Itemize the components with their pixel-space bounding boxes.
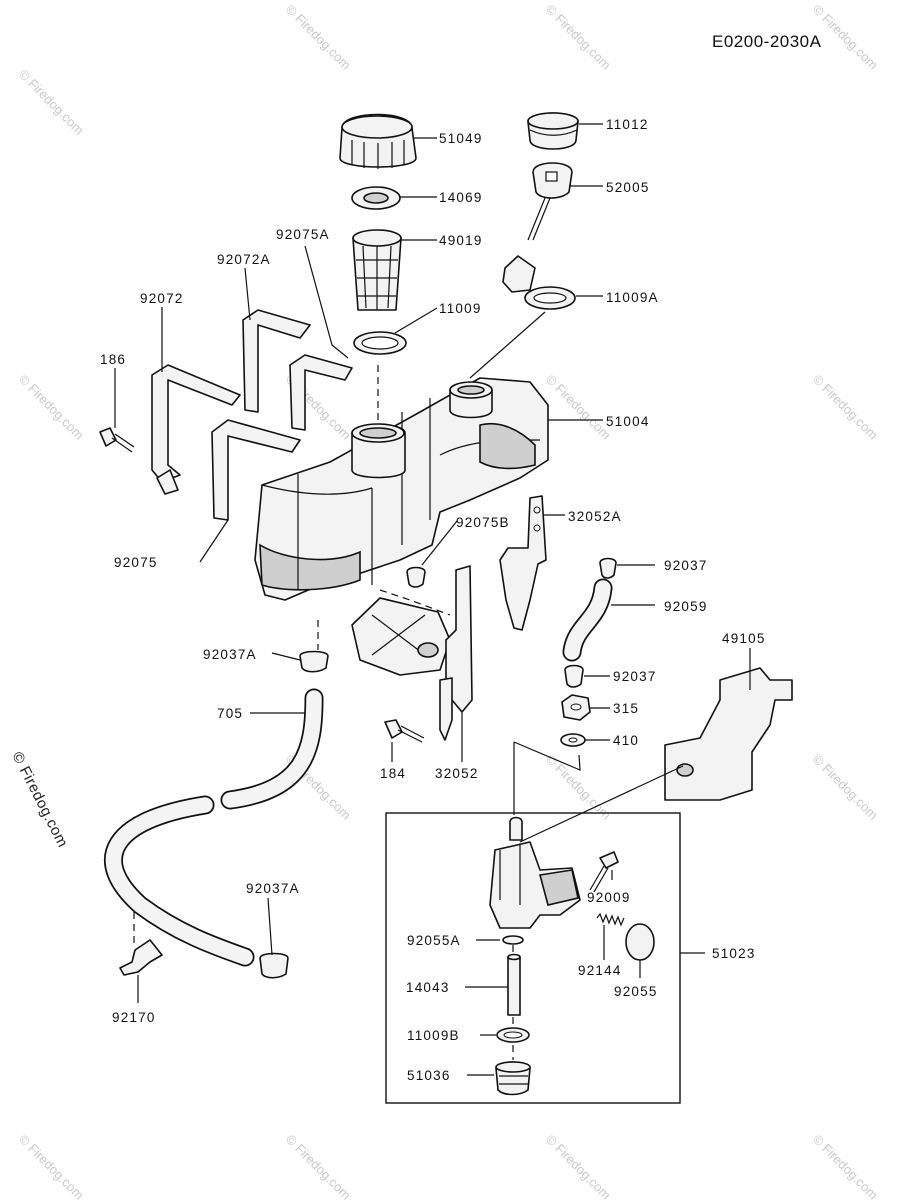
watermark-text: © Firedog.com <box>543 2 614 73</box>
diagram-code: E0200-2030A <box>712 32 822 51</box>
watermark-text: © Firedog.com <box>16 1132 87 1200</box>
label-92075A: 92075A <box>276 227 330 242</box>
oring-92055A <box>502 935 524 945</box>
watermark-text: © Firedog.com <box>810 752 881 823</box>
watermark-text: © Firedog.com <box>283 1132 354 1200</box>
watermark-text: © Firedog.com <box>810 1132 881 1200</box>
clip-bracket <box>156 469 179 495</box>
label-92037-lower: 92037 <box>613 669 657 684</box>
fuel-cock-box <box>385 812 681 1104</box>
oring-92055 <box>625 923 655 961</box>
grommet <box>527 112 579 150</box>
label-11009B: 11009B <box>407 1028 460 1043</box>
label-51049: 51049 <box>439 131 483 146</box>
label-410: 410 <box>613 733 639 748</box>
clamp-92037-lower <box>564 664 584 688</box>
washer-410-hole <box>568 737 578 743</box>
fuel-filter <box>352 229 402 311</box>
label-92059: 92059 <box>664 599 708 614</box>
alignment-lines <box>133 311 684 1060</box>
label-32052A: 32052A <box>568 509 622 524</box>
watermark-text: © Firedog.com <box>810 2 881 73</box>
bolt-184 <box>384 719 425 743</box>
label-92009: 92009 <box>587 890 631 905</box>
label-92055A: 92055A <box>407 933 461 948</box>
label-32052: 32052 <box>435 766 479 781</box>
label-52005: 52005 <box>606 180 650 195</box>
watermark-side-text: © Firedog.com <box>8 749 71 850</box>
pipe-14043 <box>507 953 521 1016</box>
bracket-49105 <box>664 667 793 801</box>
label-11012: 11012 <box>606 117 649 132</box>
hose-92059 <box>562 578 613 662</box>
screw-92009 <box>589 851 619 893</box>
cap-gasket <box>351 186 401 210</box>
label-11009: 11009 <box>439 301 482 316</box>
clip-92170 <box>119 939 163 976</box>
watermark-text: © Firedog.com <box>543 752 614 823</box>
clamp-92037A-lower <box>259 952 289 979</box>
label-51036: 51036 <box>407 1068 451 1083</box>
watermark-text: © Firedog.com <box>16 67 87 138</box>
label-14069: 14069 <box>439 190 483 205</box>
label-92037A-upper: 92037A <box>203 647 257 662</box>
label-11009A: 11009A <box>606 290 659 305</box>
vent-cap <box>502 162 573 293</box>
spring-92144 <box>596 912 625 927</box>
label-705: 705 <box>217 706 243 721</box>
leader-lines <box>114 123 751 1076</box>
watermark-text: © Firedog.com <box>543 1132 614 1200</box>
bolt-186 <box>99 427 135 453</box>
bracket-hole <box>533 524 541 532</box>
part-labels: 51049 14069 49019 11009 92075A 92072A 92… <box>100 117 766 1083</box>
vent-gasket-hole <box>533 292 567 304</box>
label-92075: 92075 <box>114 555 158 570</box>
label-92037A-lower: 92037A <box>246 881 300 896</box>
label-92055: 92055 <box>614 984 658 999</box>
filler-gasket-hole <box>361 336 399 350</box>
label-92170: 92170 <box>112 1010 156 1025</box>
fuel-cap <box>339 113 417 169</box>
label-49019: 49019 <box>439 233 483 248</box>
label-92072A: 92072A <box>217 252 271 267</box>
label-92037-upper: 92037 <box>664 558 708 573</box>
label-51004: 51004 <box>606 414 650 429</box>
label-49105: 49105 <box>722 631 766 646</box>
label-92144: 92144 <box>578 963 622 978</box>
clamp-92037A-upper <box>299 650 329 673</box>
cup-51036 <box>495 1061 531 1096</box>
bracket-hole <box>533 506 541 514</box>
label-92075B: 92075B <box>456 515 510 530</box>
gasket-11009B-hole <box>503 1031 523 1039</box>
fuel-cock <box>489 816 581 929</box>
watermark-text: © Firedog.com <box>283 2 354 73</box>
base-plate <box>351 565 473 741</box>
watermark-text: © Firedog.com <box>16 372 87 443</box>
fuel-tank <box>254 377 549 601</box>
label-51023: 51023 <box>712 946 756 961</box>
bracket-49105-hole <box>676 763 694 777</box>
label-92072: 92072 <box>140 291 184 306</box>
tank-grommet <box>406 566 426 588</box>
watermark-text: © Firedog.com <box>810 372 881 443</box>
label-186: 186 <box>100 352 126 367</box>
clamp-92037-upper <box>599 557 617 579</box>
nut-315-hole <box>570 703 582 711</box>
watermark-text: © Firedog.com <box>543 372 614 443</box>
label-14043: 14043 <box>406 980 450 995</box>
label-184: 184 <box>380 766 406 781</box>
hose-705 <box>104 688 324 967</box>
tank-straps <box>151 309 353 521</box>
label-315: 315 <box>613 701 639 716</box>
